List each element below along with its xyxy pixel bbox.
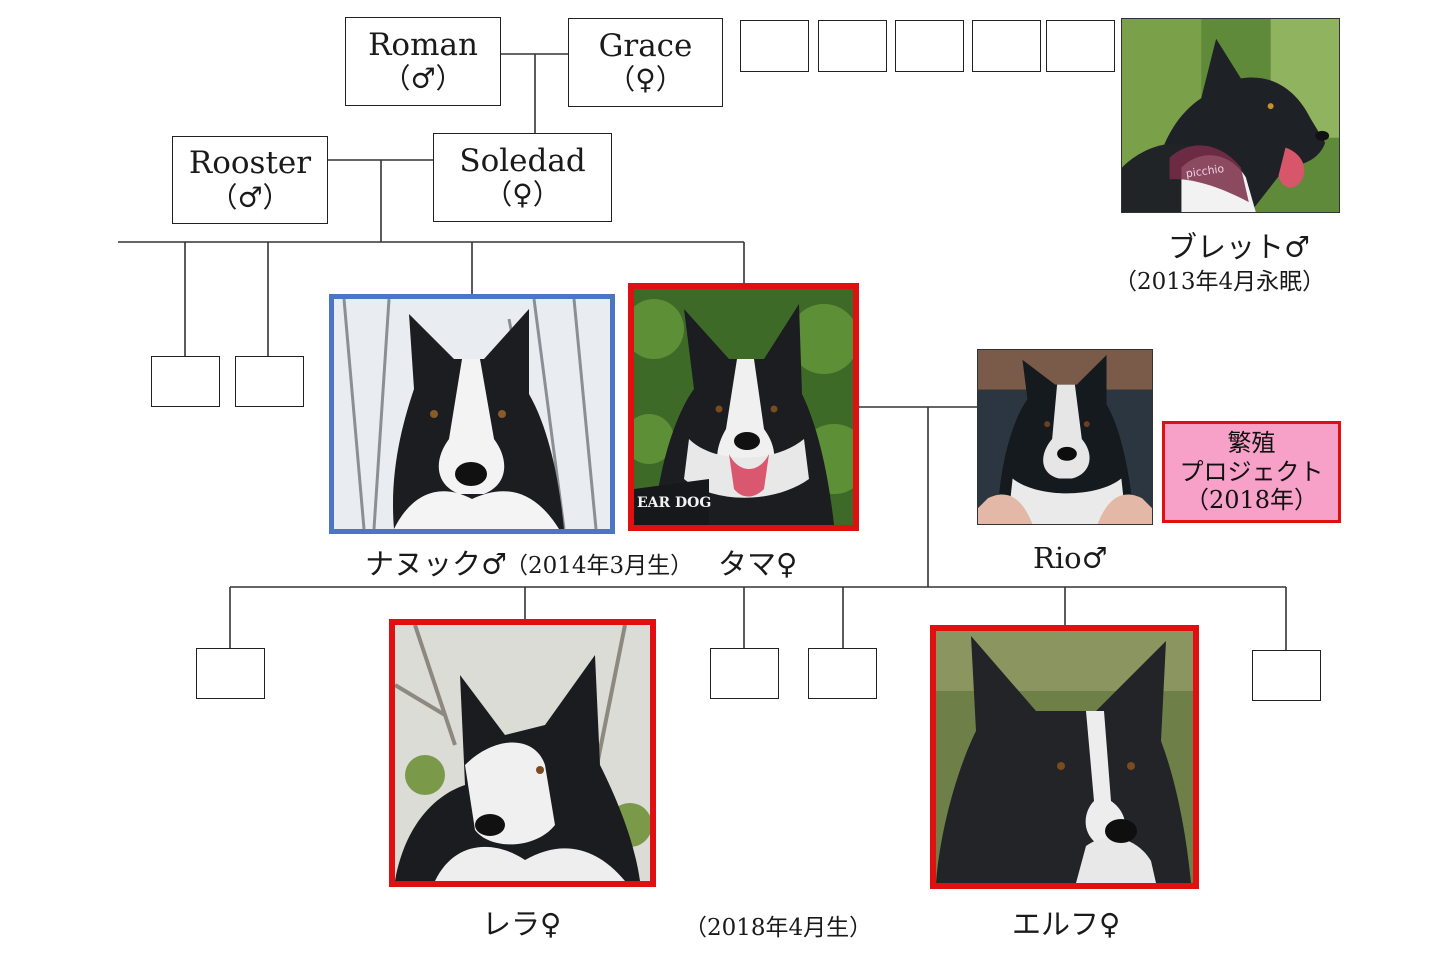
unknown-ancestor-box xyxy=(972,20,1041,72)
unnamed-puppy-box xyxy=(196,648,265,699)
ancestor-name: Soledad xyxy=(459,142,586,179)
bullet-photo: picchio xyxy=(1121,18,1340,213)
breeding-project-label: 繁殖 プロジェクト （2018年） xyxy=(1162,421,1341,523)
nanuk-photo xyxy=(329,294,615,534)
ancestor-box-roman: Roman （♂） xyxy=(345,17,501,106)
unnamed-sibling-box xyxy=(151,356,220,407)
ancestor-sex: （♀） xyxy=(607,63,684,97)
unnamed-puppy-box xyxy=(1252,650,1321,701)
bullet-name: ブレット♂ xyxy=(1168,230,1310,264)
rio-photo xyxy=(977,349,1153,525)
tama-name: タマ♀ xyxy=(718,547,798,581)
ancestor-box-grace: Grace （♀） xyxy=(568,18,723,107)
ancestor-name: Roman xyxy=(368,26,478,63)
ancestor-sex: （♂） xyxy=(209,180,291,214)
unnamed-sibling-box xyxy=(235,356,304,407)
vest-text: EAR DOG xyxy=(637,495,711,511)
rio-name: Rio♂ xyxy=(1033,541,1108,575)
project-line-2: プロジェクト xyxy=(1179,457,1324,486)
project-line-1: 繁殖 xyxy=(1227,428,1276,457)
ancestor-name: Grace xyxy=(598,27,693,64)
litter-2018-born: （2018年4月生） xyxy=(684,915,873,941)
ancestor-box-rooster: Rooster （♂） xyxy=(172,136,328,224)
bullet-note: （2013年4月永眠） xyxy=(1114,269,1326,295)
unknown-ancestor-box xyxy=(740,20,809,72)
ancestor-sex: （♀） xyxy=(484,178,561,212)
unnamed-puppy-box xyxy=(710,648,779,699)
unnamed-puppy-box xyxy=(808,648,877,699)
litter-2014-born: （2014年3月生） xyxy=(505,553,694,579)
unknown-ancestor-box xyxy=(818,20,887,72)
project-line-3: （2018年） xyxy=(1184,486,1319,515)
nanuk-name: ナヌック♂ xyxy=(365,547,507,581)
rera-name: レラ♀ xyxy=(482,907,562,941)
elf-photo xyxy=(930,625,1199,889)
unknown-ancestor-box xyxy=(895,20,964,72)
collar-text: picchio xyxy=(1185,162,1225,180)
ancestor-box-soledad: Soledad （♀） xyxy=(433,133,612,222)
tama-photo: EAR DOG xyxy=(628,283,859,531)
ancestor-sex: （♂） xyxy=(382,62,464,96)
ancestor-name: Rooster xyxy=(188,145,312,182)
rera-photo xyxy=(389,619,656,887)
elf-name: エルフ♀ xyxy=(1012,907,1121,941)
unknown-ancestor-box xyxy=(1046,20,1115,72)
